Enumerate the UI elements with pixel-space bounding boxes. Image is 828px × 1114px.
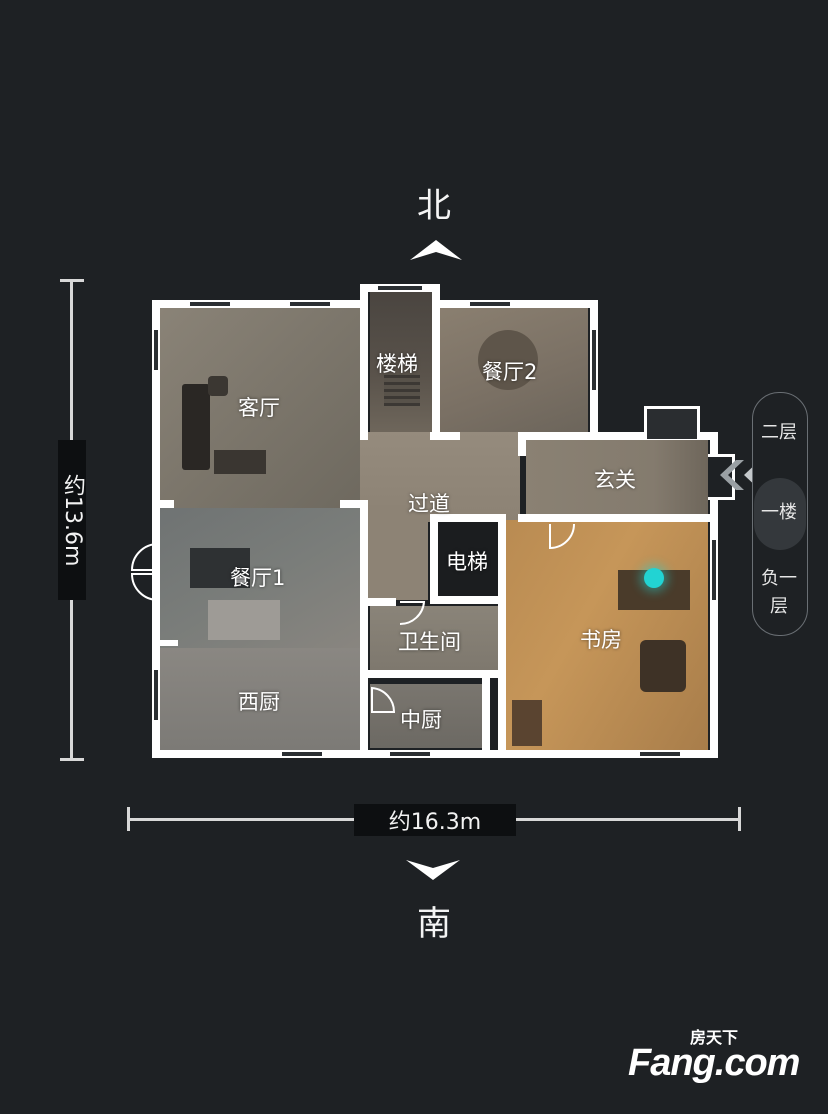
wall	[340, 500, 368, 508]
room-label-living-room[interactable]: 客厅	[238, 396, 280, 420]
living-room-chair	[208, 376, 228, 396]
south-arrow-icon[interactable]	[404, 858, 462, 884]
window	[154, 330, 158, 370]
entrance-floor	[526, 440, 708, 514]
floor-option-basement-line2[interactable]: 层	[770, 596, 788, 617]
wall	[430, 432, 460, 440]
window	[592, 330, 596, 390]
room-label-study[interactable]: 书房	[580, 628, 622, 652]
window	[190, 302, 230, 306]
room-label-entrance[interactable]: 玄关	[594, 468, 636, 492]
wall	[430, 514, 506, 522]
door-swing-icon	[371, 686, 396, 713]
watermark-brand-cn: 房天下	[690, 1030, 739, 1047]
wall	[360, 500, 368, 750]
room-label-dining-room-2[interactable]: 餐厅2	[482, 360, 538, 384]
height-dimension-cap-top	[60, 279, 84, 282]
window	[712, 540, 716, 600]
wall	[518, 432, 718, 440]
room-label-stairs[interactable]: 楼梯	[376, 352, 418, 376]
north-arrow-icon[interactable]	[408, 236, 464, 262]
watermark-brand-en: Fang.com	[628, 1042, 800, 1084]
floor-option-basement-line1[interactable]: 负一	[761, 568, 797, 589]
wall	[430, 514, 438, 598]
western-kitchen-floor	[160, 648, 360, 750]
floor-option-upper[interactable]: 二层	[761, 422, 797, 443]
wall	[360, 670, 506, 678]
wall	[430, 596, 506, 604]
chinese-kitchen-floor	[370, 684, 482, 748]
wall	[152, 300, 366, 308]
entrance-door-frame	[708, 454, 735, 500]
window	[390, 752, 430, 756]
fang-watermark: 房天下 Fang.com	[628, 1024, 808, 1094]
wall	[152, 750, 718, 758]
room-label-bathroom[interactable]: 卫生间	[398, 630, 461, 654]
floor-active-indicator	[754, 478, 806, 550]
room-label-corridor[interactable]: 过道	[408, 492, 450, 516]
wall	[518, 514, 718, 522]
wall	[160, 640, 178, 646]
wall	[432, 284, 440, 440]
entrance-vestibule	[644, 406, 700, 439]
window	[640, 752, 680, 756]
wall	[482, 670, 490, 750]
window	[282, 752, 322, 756]
width-dimension-cap-left	[127, 807, 130, 831]
kitchen-island	[208, 600, 280, 640]
door-swing-icon	[549, 523, 575, 550]
door-swing-icon	[130, 542, 159, 602]
window	[470, 302, 510, 306]
door-swing-icon	[399, 601, 426, 626]
room-label-elevator[interactable]: 电梯	[446, 550, 488, 574]
width-dimension-label: 约16.3m	[354, 804, 516, 836]
dining-table-1	[190, 548, 250, 588]
height-dimension-label: 约13.6m	[58, 440, 86, 600]
wall	[432, 300, 598, 308]
dining-table-2	[478, 330, 538, 390]
study-bookshelf	[512, 700, 542, 746]
width-dimension-cap-right	[738, 807, 741, 831]
bathroom-floor	[370, 606, 498, 670]
window	[154, 670, 158, 720]
room-label-chinese-kitchen[interactable]: 中厨	[400, 708, 442, 732]
wall	[360, 284, 368, 440]
wall	[498, 514, 506, 750]
window	[378, 286, 422, 290]
window	[290, 302, 330, 306]
floor-switcher-items: 二层 一楼 负一 层	[752, 392, 806, 634]
room-label-dining-room-1[interactable]: 餐厅1	[230, 566, 286, 590]
coffee-table	[214, 450, 266, 474]
current-position-marker	[644, 568, 664, 588]
south-label: 南	[417, 904, 451, 944]
floor-option-current[interactable]: 一楼	[761, 502, 797, 523]
north-label: 北	[417, 186, 451, 226]
stairs-steps	[384, 374, 420, 406]
stairs-floor	[370, 292, 432, 432]
room-label-western-kitchen[interactable]: 西厨	[238, 690, 280, 714]
elevator-floor	[436, 520, 498, 596]
wall	[152, 300, 160, 758]
height-dimension-cap-bottom	[60, 758, 84, 761]
wall	[518, 432, 526, 456]
corridor-floor-lower	[368, 505, 428, 600]
sofa	[182, 384, 210, 470]
study-chair	[640, 640, 686, 692]
wall	[160, 500, 174, 508]
wall	[360, 598, 396, 606]
